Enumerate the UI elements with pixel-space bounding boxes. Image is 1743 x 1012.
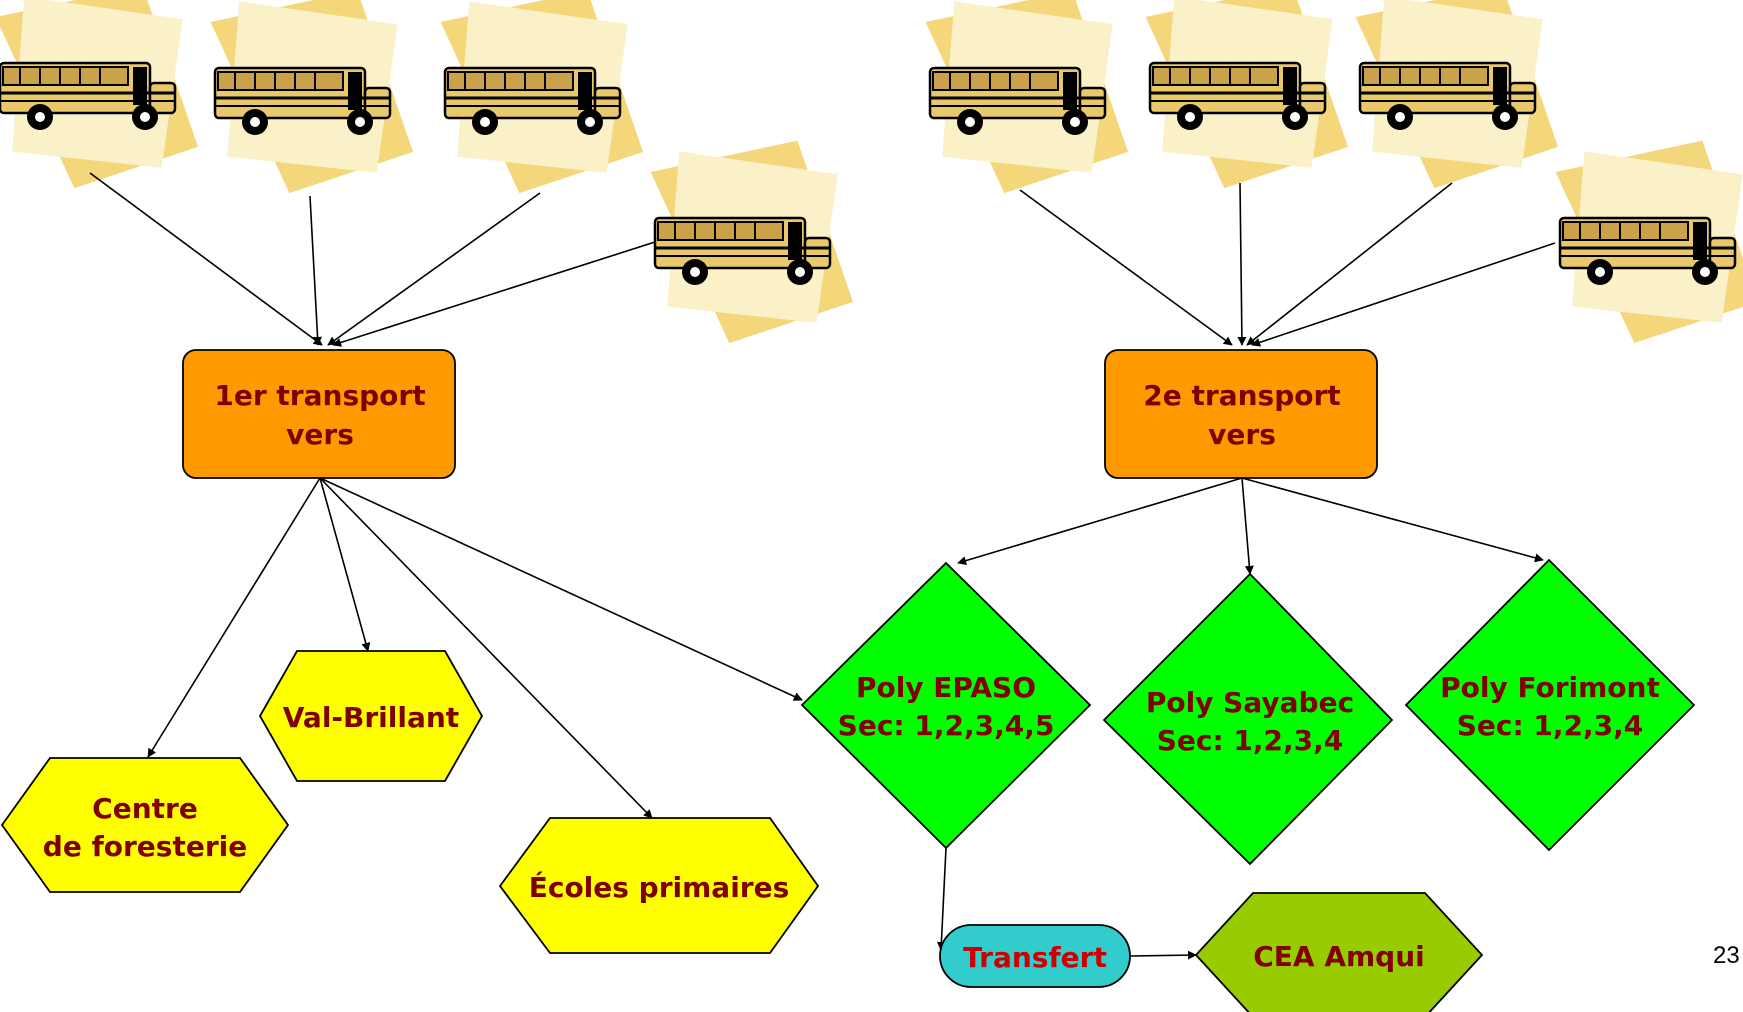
transport-1-line2: vers: [286, 418, 354, 451]
school-bus-icon: [649, 130, 857, 354]
school-bus-icon: [439, 0, 647, 204]
page-number: 23: [1713, 942, 1740, 969]
school-bus-icon: [1354, 0, 1562, 199]
school-bus-icon: [1554, 130, 1743, 354]
transfert-node: Transfert: [939, 924, 1131, 988]
ecoles-primaires-node: Écoles primaires: [498, 817, 820, 954]
school-bus-icon: [209, 0, 417, 204]
ecoles-label: Écoles primaires: [529, 870, 790, 904]
transfert-label: Transfert: [963, 941, 1107, 974]
cea-amqui-node: CEA Amqui: [1194, 892, 1484, 1012]
transport-2-line2: vers: [1208, 418, 1276, 451]
forimont-line2: Sec: 1,2,3,4: [1457, 709, 1644, 742]
connector-lines: [89, 172, 1556, 960]
transport-1-box: 1er transport vers: [182, 349, 456, 479]
poly-forimont-node: Poly Forimont Sec: 1,2,3,4: [1404, 558, 1696, 852]
transport-2-box: 2e transport vers: [1104, 349, 1378, 479]
poly-sayabec-node: Poly Sayabec Sec: 1,2,3,4: [1102, 572, 1394, 866]
poly-epaso-node: Poly EPASO Sec: 1,2,3,4,5: [800, 561, 1092, 850]
transport-1-line1: 1er transport: [214, 379, 425, 412]
school-bus-icon: [0, 0, 202, 199]
transport-2-line1: 2e transport: [1143, 379, 1340, 412]
sayabec-line1: Poly Sayabec: [1146, 686, 1354, 719]
forimont-line1: Poly Forimont: [1440, 671, 1660, 704]
epaso-line1: Poly EPASO: [856, 671, 1036, 704]
school-bus-icon: [924, 0, 1132, 204]
epaso-line2: Sec: 1,2,3,4,5: [838, 709, 1055, 742]
centre-line1: Centre: [92, 792, 198, 825]
val-brillant-label: Val-Brillant: [283, 701, 459, 734]
centre-line2: de foresterie: [43, 830, 247, 863]
val-brillant-node: Val-Brillant: [258, 650, 484, 782]
centre-foresterie-node: Centre de foresterie: [0, 757, 290, 893]
cea-label: CEA Amqui: [1253, 940, 1425, 973]
sayabec-line2: Sec: 1,2,3,4: [1157, 724, 1344, 757]
school-bus-icon: [1144, 0, 1352, 199]
